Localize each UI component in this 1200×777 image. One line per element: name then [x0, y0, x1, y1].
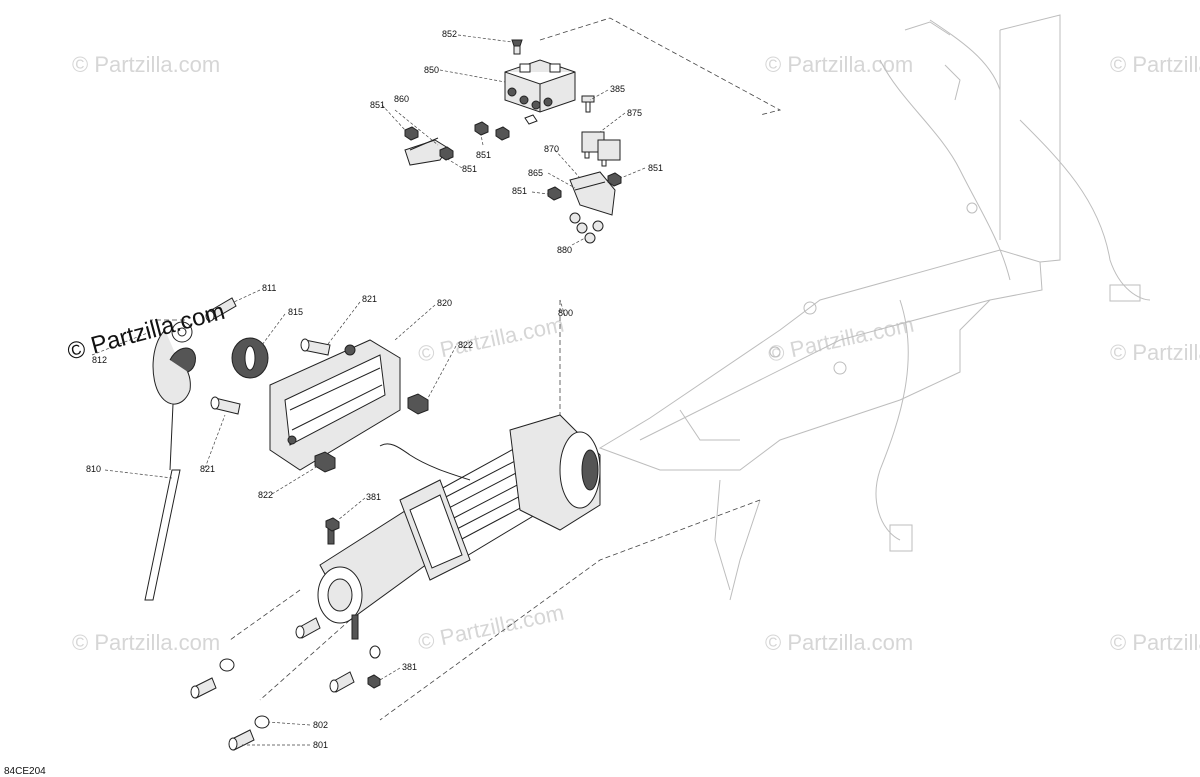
callout-802: 802: [313, 720, 328, 730]
callout-810: 810: [86, 464, 101, 474]
callout-811: 811: [262, 283, 276, 293]
callout-850: 850: [424, 65, 439, 75]
callout-880: 880: [557, 245, 572, 255]
callout-860: 860: [394, 94, 409, 104]
callout-381: 381: [402, 662, 417, 672]
mounting-hardware: [190, 517, 381, 751]
callout-815: 815: [288, 307, 303, 317]
watermark: © Partzilla.com: [1110, 52, 1200, 77]
winch-motor: [317, 414, 601, 640]
callout-822: 822: [458, 340, 473, 350]
callout-385: 385: [610, 84, 625, 94]
watermark: © Partzilla.com: [72, 630, 220, 655]
callout-820: 820: [437, 298, 452, 308]
winch-rope-hook: [144, 297, 269, 601]
callout-875: 875: [627, 108, 642, 118]
leader-lines: [91, 34, 646, 746]
callout-870: 870: [544, 144, 559, 154]
callout-851: 851: [476, 150, 491, 160]
callout-381: 381: [366, 492, 381, 502]
vehicle-frame-outline: [598, 14, 1151, 601]
callout-821: 821: [200, 464, 215, 474]
watermark: © Partzilla.com: [72, 52, 220, 77]
callout-852: 852: [442, 29, 457, 39]
solenoid-assembly: [404, 39, 622, 244]
callout-labels: 852 850 385 875 851 860 851 851 870 865 …: [86, 29, 663, 750]
callout-865: 865: [528, 168, 543, 178]
assembly-lines: [150, 17, 782, 721]
watermark: © Partzilla.com: [1110, 340, 1200, 365]
callout-801: 801: [313, 740, 328, 750]
callout-851: 851: [512, 186, 527, 196]
watermark: © Partzilla.com: [1110, 630, 1200, 655]
watermark: © Partzilla.com: [416, 600, 566, 655]
callout-822: 822: [258, 490, 273, 500]
watermark: © Partzilla.com: [416, 312, 566, 367]
fairlead-assembly: [210, 338, 429, 473]
callout-812: 812: [92, 355, 107, 365]
watermark: © Partzilla.com: [765, 52, 913, 77]
callout-851: 851: [462, 164, 477, 174]
brand-watermark: © Partzilla.com: [65, 298, 228, 366]
callout-800: 800: [558, 308, 573, 318]
callout-821: 821: [362, 294, 377, 304]
callout-851: 851: [370, 100, 385, 110]
drawing-code: 84CE204: [4, 766, 46, 777]
callout-851: 851: [648, 163, 663, 173]
watermark: © Partzilla.com: [765, 630, 913, 655]
